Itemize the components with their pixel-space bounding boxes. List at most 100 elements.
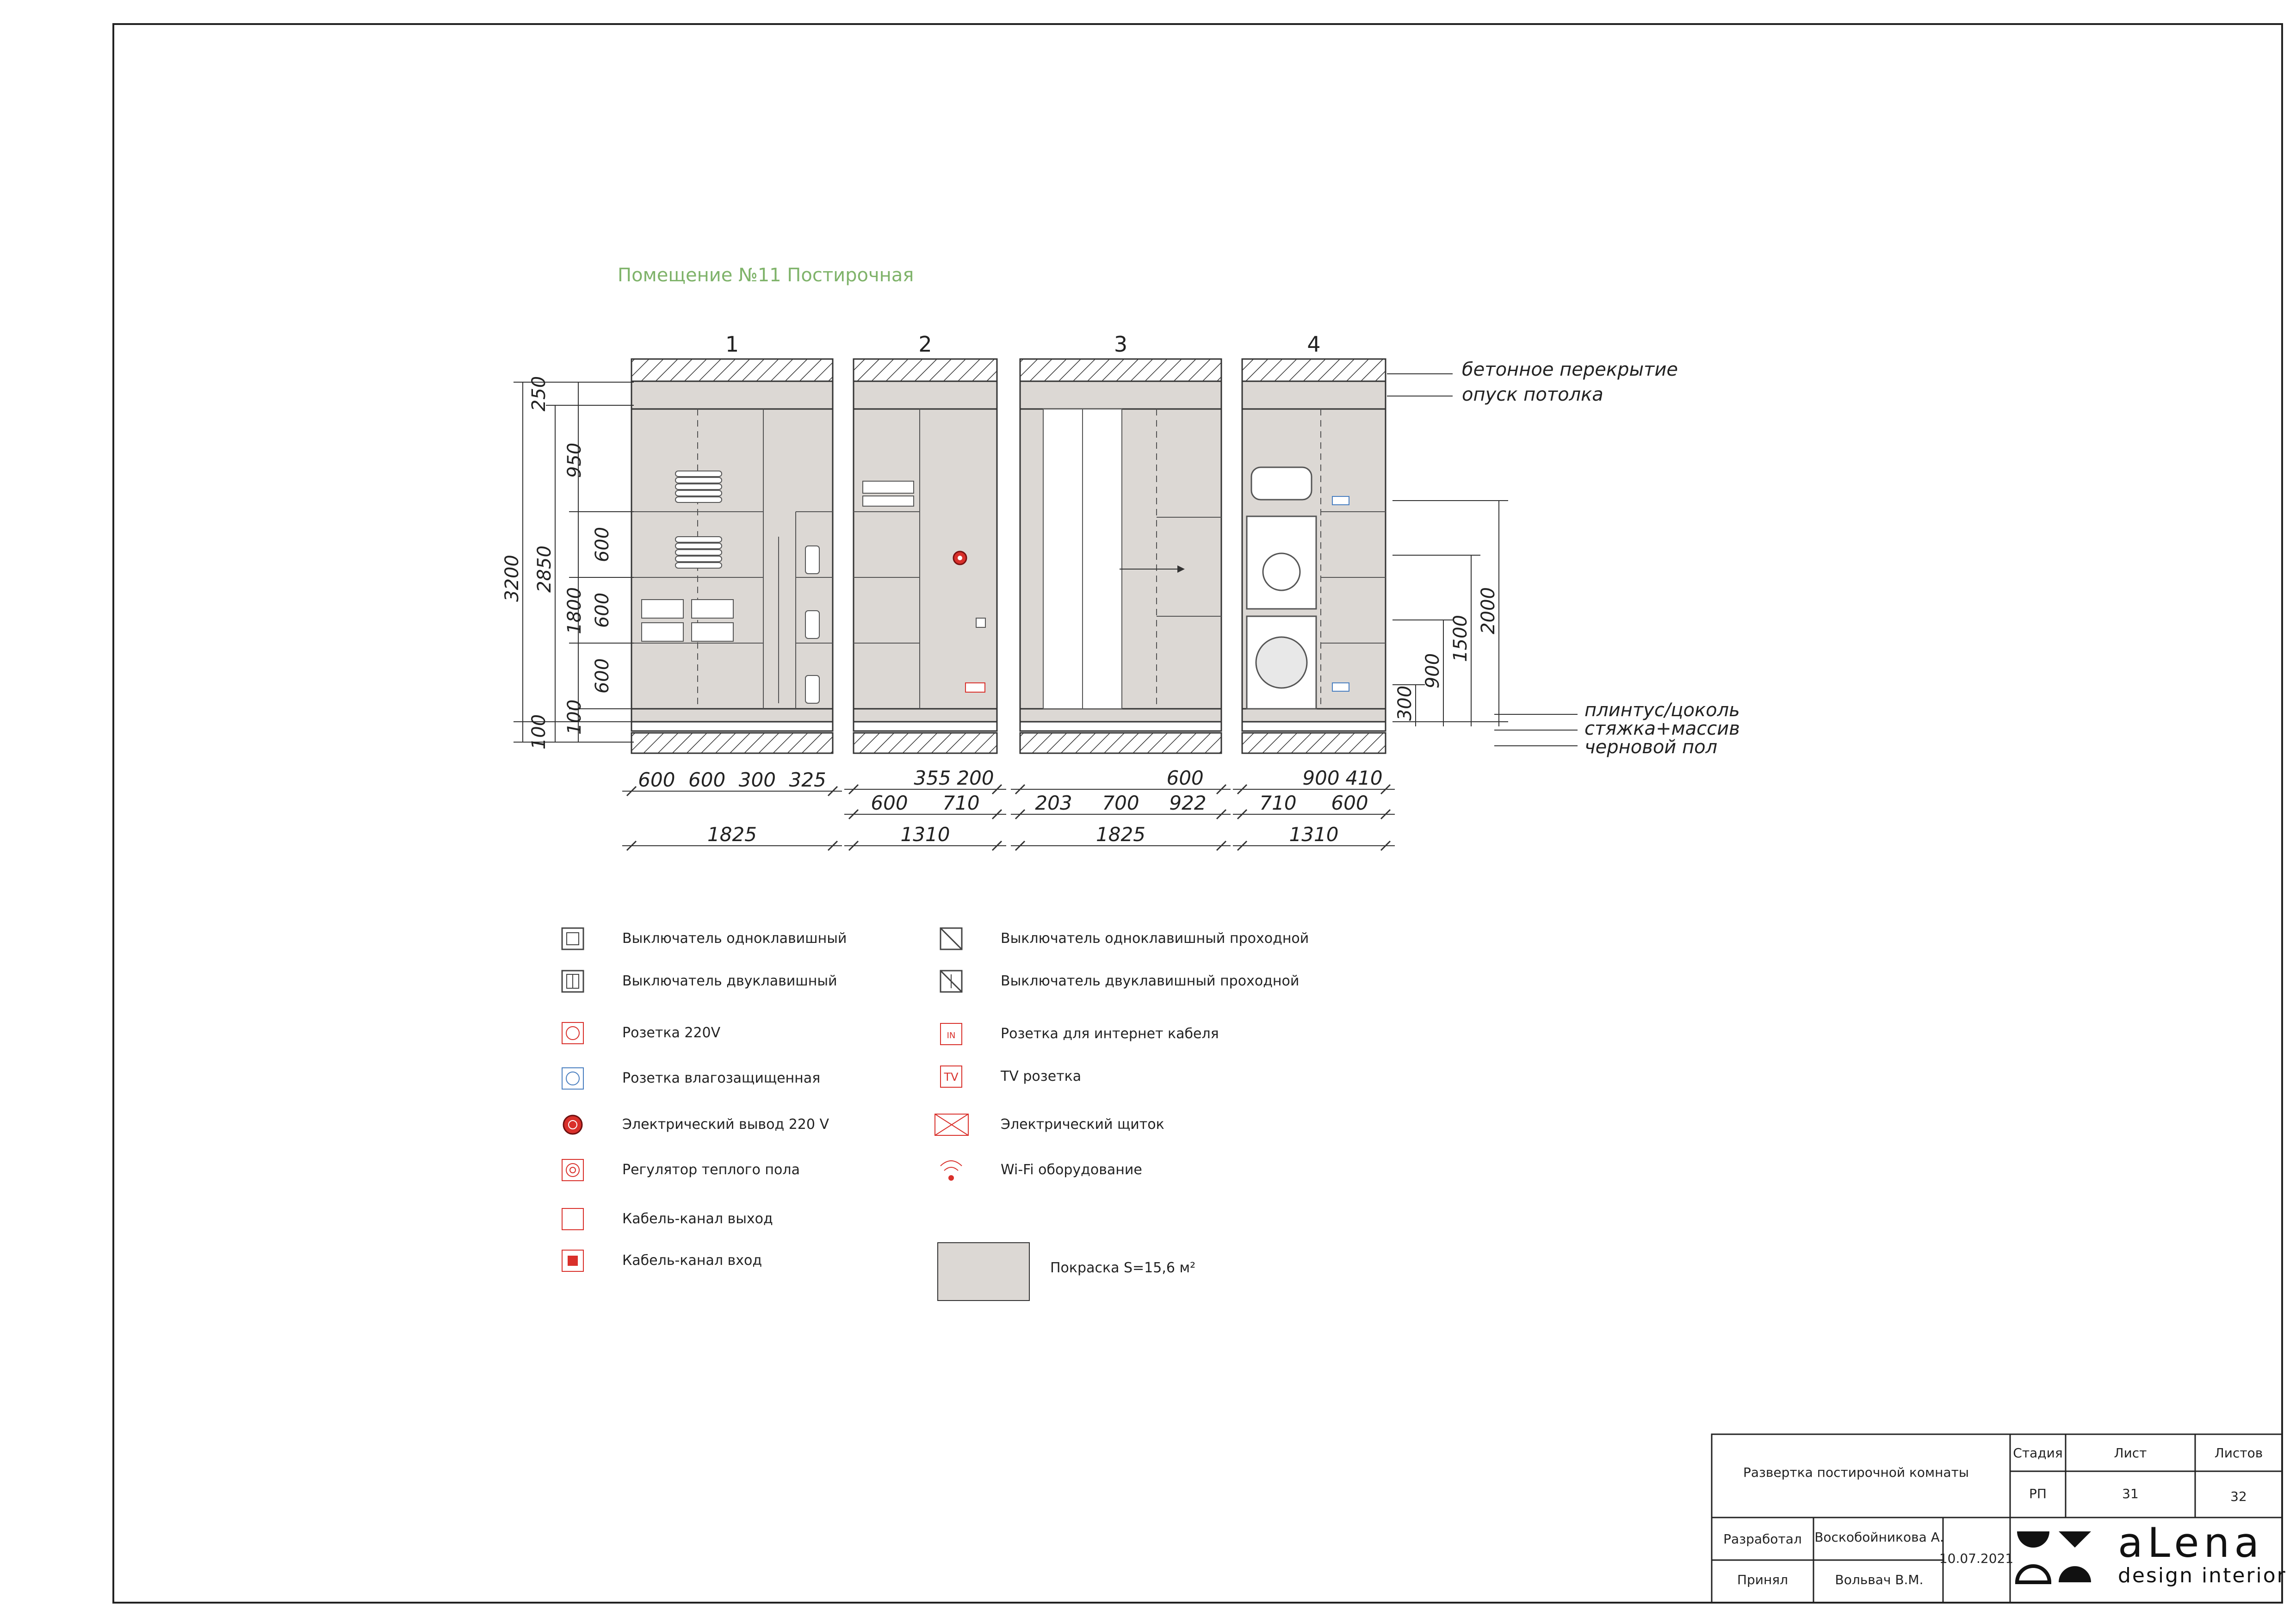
internet-socket-icon-glyph: IN <box>947 1031 956 1041</box>
floor-screed <box>1241 721 1386 732</box>
dim-100-a: 100 <box>528 714 550 750</box>
towel-stack-icon <box>675 483 722 490</box>
title-block-sheets-header: Листов <box>2215 1445 2263 1461</box>
legend-label-tv-socket-icon: TV розетка <box>1000 1068 1081 1084</box>
dim-segment-wall-3: 700 <box>1102 792 1139 814</box>
dim-total-wall-3: 1825 <box>1096 823 1145 846</box>
dim-top-segment-wall-2: 200 <box>957 767 994 789</box>
legend-label-electric-outlet-icon: Электрический вывод 220 V <box>622 1116 829 1133</box>
dimension-tick <box>1380 809 1391 820</box>
dim-top-segment-wall-4: 900 <box>1302 767 1339 789</box>
towel-heater-icon <box>1250 466 1312 501</box>
storage-box-icon <box>691 599 734 619</box>
ceiling-drop <box>631 380 834 410</box>
dim-segment-wall-3: 922 <box>1169 792 1206 814</box>
dim-segment-wall-1: 300 <box>739 768 776 791</box>
title-block <box>1711 1433 2283 1604</box>
layer-label-concrete: бетонное перекрытие <box>1462 359 1678 380</box>
socket-220-icon <box>562 1022 584 1044</box>
layer-label-ceiling: опуск потолка <box>1462 384 1603 405</box>
plinth <box>853 708 998 723</box>
plinth <box>1241 708 1386 723</box>
sheet-frame <box>112 23 2283 1604</box>
detergent-bottle-icon <box>805 610 820 639</box>
switch-double-icon <box>561 970 584 993</box>
arrow-head-icon <box>1177 565 1185 573</box>
dimension-tick <box>626 840 637 851</box>
dimension-tick <box>848 840 859 851</box>
subfloor-slab <box>1241 732 1386 754</box>
floor-screed <box>1019 721 1222 732</box>
right-height-dimensions <box>1392 500 1508 726</box>
dim-total-wall-1: 1825 <box>707 823 757 846</box>
legend-label-electric-panel-icon: Электрический щиток <box>1001 1116 1164 1133</box>
dimension-tick <box>1380 840 1391 851</box>
socket-220-icon <box>965 682 985 693</box>
switch-single-icon <box>561 927 584 950</box>
dim-2000: 2000 <box>1478 587 1499 634</box>
plinth <box>631 708 834 723</box>
wall-number-4: 4 <box>1307 332 1320 357</box>
legend-label-cable-channel-in-icon: Кабель-канал вход <box>622 1252 762 1269</box>
towel-stack-icon <box>675 471 722 477</box>
subfloor-slab <box>853 732 998 754</box>
title-block-accepted-label: Принял <box>1737 1572 1788 1587</box>
dimension-tick <box>991 809 1003 820</box>
dim-top-segment-wall-3: 600 <box>1167 767 1204 789</box>
storage-box-icon <box>641 599 684 619</box>
towel-stack-icon <box>675 556 722 562</box>
dim-segment-wall-1: 325 <box>789 768 826 791</box>
dim-600-a: 600 <box>592 527 613 562</box>
dim-600-b: 600 <box>592 593 613 628</box>
dim-3200: 3200 <box>501 555 523 602</box>
wall-2: 2 <box>853 332 998 754</box>
dim-top-segment-wall-4: 410 <box>1345 767 1382 789</box>
dryer-door-icon <box>1262 552 1301 591</box>
dimension-tick <box>1216 784 1227 795</box>
dimension-tick <box>1216 840 1227 851</box>
concrete-slab <box>1019 358 1222 382</box>
cable-channel-out-icon <box>562 1208 584 1230</box>
floor-screed <box>631 721 834 732</box>
socket-waterproof-icon <box>562 1067 584 1090</box>
dimension-tick <box>848 809 859 820</box>
electric-outlet-dot <box>958 556 962 560</box>
legend-label-switch-single-pass-icon: Выключатель одноклавишный проходной <box>1001 930 1309 947</box>
legend-label-cable-channel-out-icon: Кабель-канал выход <box>622 1211 773 1227</box>
folded-towel-icon <box>862 481 914 494</box>
dim-300: 300 <box>1394 686 1416 721</box>
ceiling-drop <box>853 380 998 410</box>
wall-number-1: 1 <box>725 332 739 357</box>
layer-label-screed: стяжка+массив <box>1584 718 1740 739</box>
legend-label-switch-double-pass-icon: Выключатель двуклавишный проходной <box>1001 973 1299 989</box>
dim-950: 950 <box>564 443 585 478</box>
right-height-labels: 2000 1500 900 300 <box>1394 587 1499 721</box>
dimension-tick <box>991 840 1003 851</box>
dimension-tick <box>1380 784 1391 795</box>
dimension-tick <box>1015 809 1026 820</box>
title-block-date: 10.07.2021 <box>1939 1551 2013 1566</box>
dim-2850: 2850 <box>534 545 555 593</box>
dimension-tick <box>626 786 637 797</box>
internet-socket-icon: IN <box>940 1023 962 1045</box>
left-height-labels: 3200 2850 250 950 600 600 600 1800 100 1… <box>501 376 613 750</box>
legend-label-socket-220-icon: Розетка 220V <box>622 1025 721 1041</box>
storage-box-icon <box>691 622 734 642</box>
dimension-tick <box>848 784 859 795</box>
plinth <box>1019 708 1222 723</box>
switch-single-pass-icon <box>940 927 963 950</box>
legend-label-internet-socket-icon: Розетка для интернет кабеля <box>1001 1026 1219 1042</box>
title-block-stage: РП <box>2029 1486 2047 1501</box>
dim-segment-wall-1: 600 <box>638 768 675 791</box>
dimension-tick <box>1237 809 1248 820</box>
dim-1500: 1500 <box>1450 615 1471 662</box>
brand-logo-icon <box>2015 1531 2091 1584</box>
left-height-dimensions <box>514 382 634 743</box>
paint-label: Покраска S=15,6 м² <box>1050 1260 1195 1276</box>
dim-600-c: 600 <box>592 658 613 694</box>
dim-segment-wall-1: 600 <box>688 768 725 791</box>
wall-surface <box>853 408 998 710</box>
floor-heating-regulator-icon <box>562 1159 584 1181</box>
